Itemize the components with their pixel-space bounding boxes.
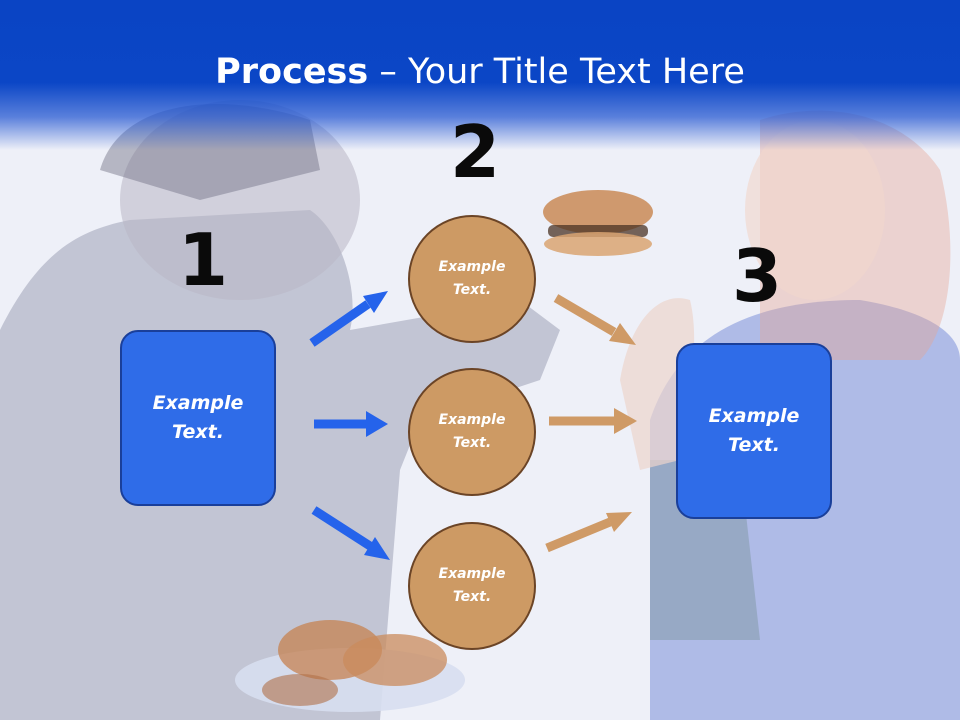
top-circle[interactable]: Example Text. [408, 215, 536, 343]
middle-circle-label: Example Text. [438, 412, 506, 451]
title-rest: – Your Title Text Here [368, 52, 745, 92]
arrow-bottom-circle-to-box [545, 512, 632, 553]
arrow-box-to-middle-circle [314, 411, 388, 437]
bottom-circle[interactable]: Example Text. [408, 522, 536, 650]
title-bold: Process [215, 52, 369, 92]
slide-title[interactable]: Process – Your Title Text Here [0, 52, 960, 92]
arrow-box-to-top-circle [309, 291, 388, 347]
top-circle-label: Example Text. [438, 259, 506, 298]
arrow-top-circle-to-box [553, 294, 636, 345]
title-bar [0, 0, 960, 150]
arrow-box-to-bottom-circle [311, 506, 390, 560]
step-number-2: 2 [450, 110, 501, 194]
left-box-label: Example Text. [152, 392, 244, 443]
bottom-circle-label: Example Text. [438, 566, 506, 605]
left-process-box[interactable]: Example Text. [120, 330, 276, 506]
step-number-3: 3 [732, 234, 783, 318]
middle-circle[interactable]: Example Text. [408, 368, 536, 496]
arrow-middle-circle-to-box [549, 408, 637, 434]
right-box-label: Example Text. [708, 405, 800, 456]
right-process-box[interactable]: Example Text. [676, 343, 832, 519]
step-number-1: 1 [178, 218, 229, 302]
